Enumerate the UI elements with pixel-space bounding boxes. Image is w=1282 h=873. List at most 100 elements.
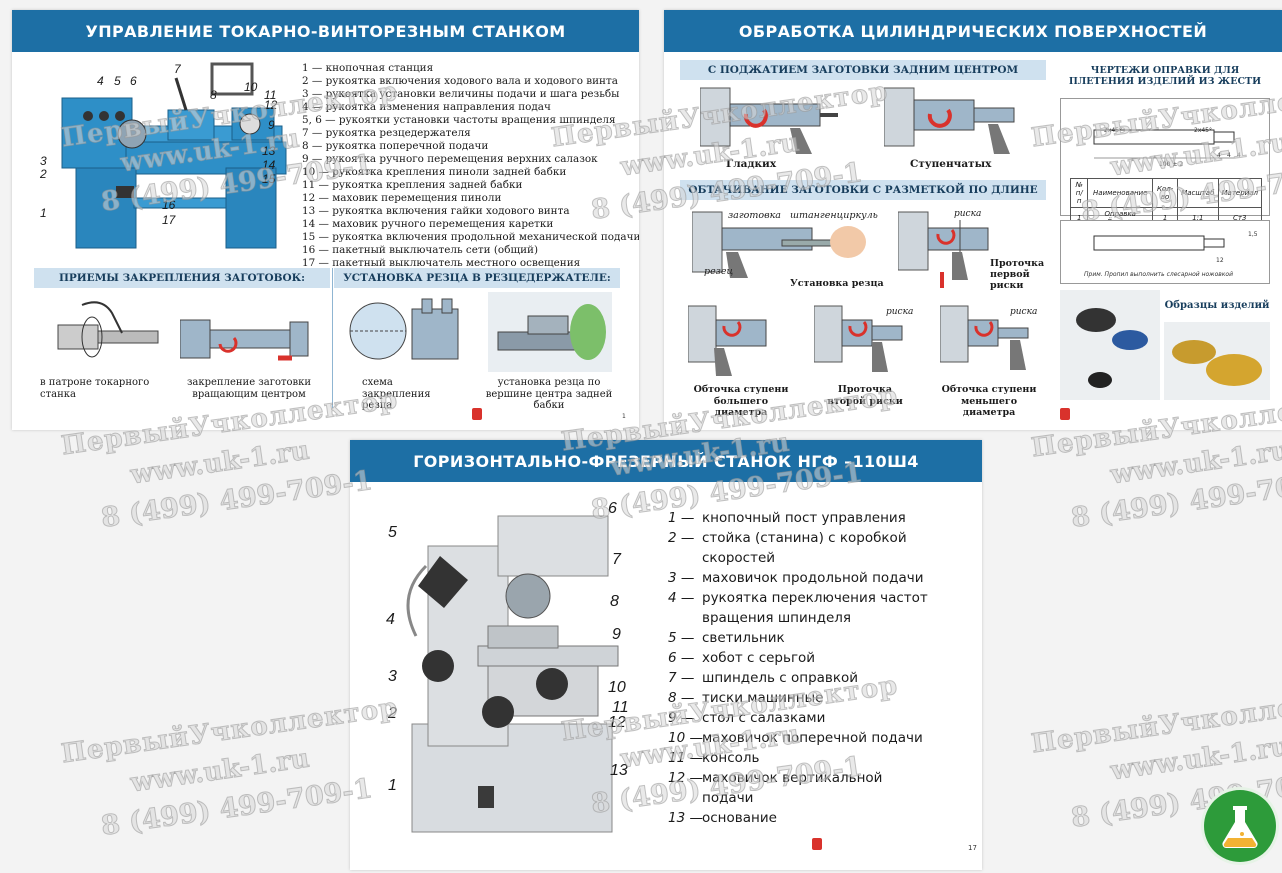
table-header-name: Наименование <box>1087 178 1154 208</box>
wm-phone-g: 8 (499) 499-709-1 <box>99 773 375 843</box>
milling-machine <box>406 515 619 833</box>
drawing-frame-2 <box>1060 220 1270 284</box>
dim-step-1: 4 <box>1217 152 1221 159</box>
publisher-logo-2 <box>1060 408 1070 420</box>
lathe-callout-1: 1 <box>40 206 47 220</box>
step-caption-1: Обточка ступени большего диаметра <box>693 384 789 418</box>
mill-legend-number: 6 — <box>668 650 695 666</box>
wm-name-g: ПервыйУчколлектор <box>59 692 400 770</box>
wm-url-g: www.uk-1.ru <box>128 743 312 799</box>
dim-length: 100 ± 2 <box>1159 161 1184 168</box>
mill-legend-item: 11 —консоль <box>668 748 928 768</box>
lathe-callout-11: 11 <box>264 88 277 102</box>
dim-slot-length: 12 <box>1216 257 1224 264</box>
marking-title: ОБТАЧИВАНИЕ ЗАГОТОВКИ С РАЗМЕТКОЙ ПО ДЛИ… <box>680 180 1046 200</box>
mill-legend-text: маховичок вертикальной <box>702 770 883 786</box>
chuck-illustration <box>57 301 159 358</box>
mill-legend-text: основание <box>702 810 777 826</box>
mill-legend-number: 7 — <box>668 670 695 686</box>
mandrel-drawing <box>1093 129 1235 159</box>
mill-legend-text: шпиндель с оправкой <box>702 670 859 686</box>
dim-step-2: 4 <box>1227 152 1231 159</box>
lathe-legend-item: 10 — рукоятка крепления пиноли задней ба… <box>302 166 567 178</box>
mill-legend-item: 4 —рукоятка переключения частот <box>668 588 928 608</box>
lathe-callout-3: 3 <box>40 154 47 168</box>
label-caliper: штангенциркуль <box>790 210 878 221</box>
wm-url-i: www.uk-1.ru <box>1108 731 1282 787</box>
lathe-legend-item: 15 — рукоятка включения продольной механ… <box>302 231 639 243</box>
section-divider <box>332 268 333 408</box>
mill-legend-item: 9 —стол с салазками <box>668 708 928 728</box>
lathe-page-number: 1 <box>622 413 626 420</box>
lathe-legend-item: 2 — рукоятка включения ходового вала и х… <box>302 75 618 87</box>
mill-legend-number: 3 — <box>668 570 695 586</box>
table-header-material: Материал <box>1217 178 1262 208</box>
lathe-legend-item: 1 — кнопочная станция <box>302 62 434 74</box>
table-header-qty: Кол-во <box>1152 178 1179 208</box>
mill-title: ГОРИЗОНТАЛЬНО-ФРЕЗЕРНЫЙ СТАНОК НГФ –110Ш… <box>350 440 982 482</box>
lathe-callout-5: 5 <box>114 74 121 88</box>
mill-callout-8: 8 <box>610 593 619 610</box>
mill-legend-number: 9 — <box>668 710 695 726</box>
label-cutter: резец <box>704 266 734 277</box>
mill-legend-item: 13 —основание <box>668 808 928 828</box>
parts-table: № п/п Наименование Кол-во Масштаб Матери… <box>1069 178 1262 229</box>
label-blank: заготовка <box>728 210 781 221</box>
mill-callout-9: 9 <box>612 626 621 643</box>
mill-legend-text: маховичок продольной подачи <box>702 570 924 586</box>
lathe-callout-16: 16 <box>162 198 176 212</box>
step-caption-3: Обточка ступени меньшего диаметра <box>941 384 1037 418</box>
mill-legend-item: 6 —хобот с серьгой <box>668 648 928 668</box>
mill-callout-2: 2 <box>388 705 397 722</box>
lathe-legend-item: 17 — пакетный выключатель местного освещ… <box>302 257 581 269</box>
samples-title: Образцы изделий <box>1164 290 1270 320</box>
mill-legend-item: 5 —светильник <box>668 628 928 648</box>
lathe-legend-item: 16 — пакетный выключатель сети (общий) <box>302 244 539 256</box>
mill-callout-4: 4 <box>386 611 395 628</box>
cyl-title: ОБРАБОТКА ЦИЛИНДРИЧЕСКИХ ПОВЕРХНОСТЕЙ <box>664 10 1282 52</box>
tool-scheme <box>349 298 459 360</box>
cylindrical-poster: ОБРАБОТКА ЦИЛИНДРИЧЕСКИХ ПОВЕРХНОСТЕЙ С … <box>664 10 1282 430</box>
mill-legend-item: скоростей <box>668 548 928 568</box>
detail-drawing <box>1093 235 1225 251</box>
mill-legend-number: 1 — <box>668 510 695 526</box>
mill-callout-12: 12 <box>608 714 626 731</box>
step-small <box>940 305 1029 370</box>
mill-legend-text: кнопочный пост управления <box>702 510 906 526</box>
mill-callout-11: 11 <box>612 699 629 716</box>
lathe-callout-12: 12 <box>264 98 278 112</box>
label-mark-3: риска <box>1010 307 1038 317</box>
lathe-legend-item: 7 — рукоятка резцедержателя <box>302 127 471 139</box>
lathe-callout-4: 4 <box>97 74 104 88</box>
tool-caption-1: схема закрепления резца <box>362 377 431 411</box>
mill-legend-item: 1 — кнопочный пост управления <box>668 508 928 528</box>
marking-first-groove <box>898 211 989 288</box>
flask-logo <box>1204 790 1276 862</box>
tool-photo <box>488 292 612 372</box>
lathe-illustration <box>61 62 287 249</box>
drawings-title: ЧЕРТЕЖИ ОПРАВКИ ДЛЯ ПЛЕТЕНИЯ ИЗДЕЛИЙ ИЗ … <box>1060 60 1270 92</box>
table-header-no: № п/п <box>1069 178 1089 208</box>
mill-legend-item: 10 —маховичок поперечной подачи <box>668 728 928 748</box>
dim-slot-width: 1,5 <box>1248 231 1258 238</box>
step-second-groove <box>814 305 903 372</box>
flask-icon <box>1222 806 1258 849</box>
mill-callout-7: 7 <box>612 551 621 568</box>
mill-legend-item: вращения шпинделя <box>668 608 928 628</box>
tailstock-smooth <box>700 87 838 154</box>
mill-legend-number: 12 — <box>668 770 703 786</box>
mill-legend-number: 11 — <box>668 750 703 766</box>
clamp-caption-2: закрепление заготовки вращающим центром <box>186 377 312 400</box>
lathe-legend-item: 8 — рукоятка поперечной подачи <box>302 140 489 152</box>
lathe-callout-7: 7 <box>174 62 181 76</box>
mill-legend-number: 8 — <box>668 690 695 706</box>
lathe-callout-6: 6 <box>130 74 137 88</box>
publisher-logo-3 <box>812 838 822 850</box>
lathe-legend-item: 12 — маховик перемещения пиноли <box>302 192 502 204</box>
tool-caption-2: установка резца по вершине центра задней… <box>485 377 613 411</box>
wm-url-f: www.uk-1.ru <box>1108 435 1282 491</box>
mill-legend-item: 2 —стойка (станина) с коробкой <box>668 528 928 548</box>
lathe-callout-10: 10 <box>244 80 258 94</box>
lathe-legend-item: 9 — рукоятка ручного перемещения верхних… <box>302 153 598 165</box>
